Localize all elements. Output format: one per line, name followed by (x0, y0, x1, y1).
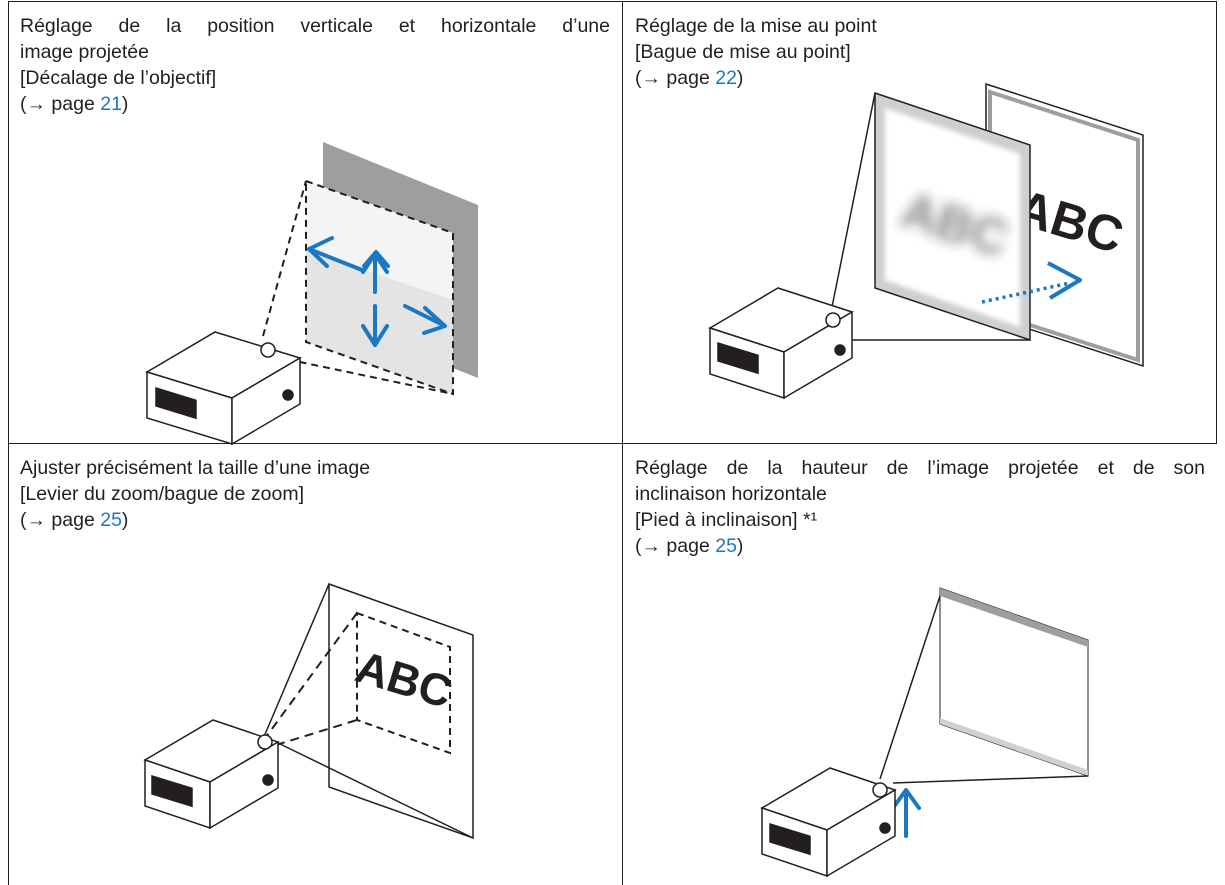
page-ref-prefix: (→ page (635, 535, 716, 557)
page-ref-suffix: ) (121, 509, 129, 531)
page-link[interactable]: 25 (100, 509, 122, 531)
caption-zoom: Ajuster précisément la taille d’une imag… (20, 455, 610, 533)
caption-line: inclinaison horizontale (635, 483, 827, 505)
caption-line: [Bague de mise au point] (635, 41, 851, 63)
tilt-arrow (891, 788, 921, 838)
middle-divider (8, 443, 1217, 444)
caption-line: Ajuster précisément la taille d’une imag… (20, 457, 371, 479)
shift-arrows (307, 236, 447, 347)
projector-illustration (145, 331, 302, 446)
caption-tilt: Réglage de la hauteur de l’image projeté… (635, 455, 1205, 559)
page-link[interactable]: 22 (715, 67, 737, 89)
page-reference: (→ page 25) (20, 507, 610, 533)
projector-illustration (143, 719, 280, 830)
page-link[interactable]: 25 (715, 535, 737, 557)
page-ref-suffix: ) (736, 67, 744, 89)
caption-line: [Décalage de l’objectif] (20, 67, 217, 89)
caption-line: [Levier du zoom/bague de zoom] (20, 483, 305, 505)
projector-illustration (708, 287, 854, 400)
caption-line: Réglage de la mise au point (635, 15, 877, 37)
page-ref-suffix: ) (736, 535, 744, 557)
page-ref-prefix: (→ page (635, 67, 716, 89)
page-link[interactable]: 21 (100, 93, 122, 115)
zoom-inner-frame (356, 611, 451, 755)
caption-line: Réglage de la hauteur de l’image projeté… (635, 457, 1205, 479)
left-border (8, 1, 9, 885)
projector-illustration (760, 767, 897, 878)
focus-arrow-line (981, 281, 1071, 304)
focus-arrow-head (1047, 261, 1082, 300)
page-reference: (→ page 25) (635, 533, 1205, 559)
page-reference: (→ page 21) (20, 91, 610, 117)
caption-line: Réglage de la position verticale et hori… (20, 15, 610, 37)
page-ref-prefix: (→ page (20, 509, 101, 531)
caption-lens-shift: Réglage de la position verticale et hori… (20, 13, 610, 117)
page-reference: (→ page 22) (635, 65, 1205, 91)
page-ref-prefix: (→ page (20, 93, 101, 115)
page-ref-suffix: ) (121, 93, 129, 115)
caption-focus: Réglage de la mise au point [Bague de mi… (635, 13, 1205, 91)
caption-line: image projetée (20, 41, 149, 63)
caption-line: [Pied à inclinaison] *¹ (635, 509, 818, 531)
right-border (1216, 1, 1217, 444)
top-border (8, 1, 1217, 2)
center-divider (622, 1, 623, 885)
